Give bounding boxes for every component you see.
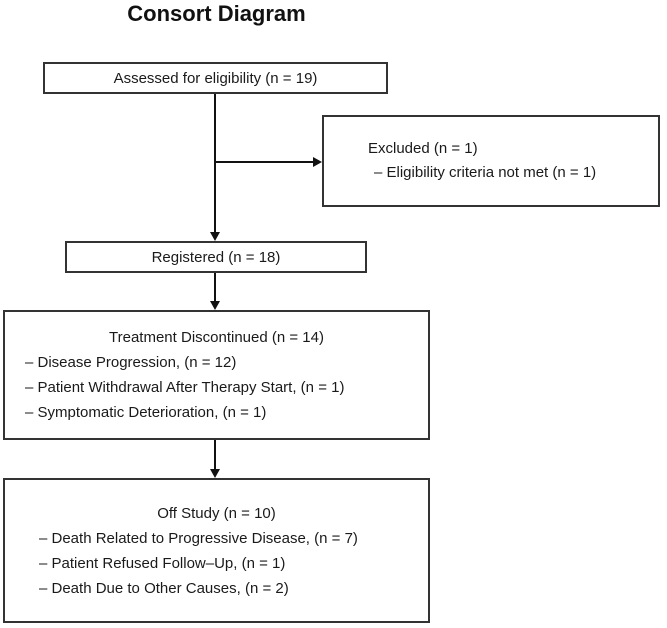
arrowhead-down-registered [210, 232, 220, 241]
arrow-line-branch-excluded [215, 161, 313, 163]
arrowhead-down-discontinued [210, 301, 220, 310]
arrow-line-assessed-to-registered [214, 94, 216, 233]
diagram-title: Consort Diagram [127, 1, 306, 26]
discontinued-item: – Patient Withdrawal After Therapy Start… [25, 379, 345, 396]
discontinued-item: – Disease Progression, (n = 12) [25, 354, 237, 371]
offstudy-item: – Death Due to Other Causes, (n = 2) [39, 579, 289, 597]
arrowhead-down-offstudy [210, 469, 220, 478]
discontinued-heading: Treatment Discontinued (n = 14) [109, 329, 324, 346]
arrow-line-discontinued-to-offstudy [214, 440, 216, 469]
box-registered: Registered (n = 18) [65, 241, 367, 273]
box-treatment-discontinued: Treatment Discontinued (n = 14) – Diseas… [3, 310, 430, 440]
excluded-heading: Excluded (n = 1) [368, 140, 478, 157]
offstudy-item: – Patient Refused Follow–Up, (n = 1) [39, 554, 286, 572]
box-assessed-eligibility: Assessed for eligibility (n = 19) [43, 62, 388, 94]
offstudy-item: – Death Related to Progressive Disease, … [39, 529, 358, 547]
excluded-item: – Eligibility criteria not met (n = 1) [374, 164, 597, 181]
discontinued-item: – Symptomatic Deterioration, (n = 1) [25, 404, 267, 421]
arrow-line-registered-to-discontinued [214, 273, 216, 302]
box-off-study: Off Study (n = 10) – Death Related to Pr… [3, 478, 430, 623]
registered-label: Registered (n = 18) [151, 248, 281, 266]
assessed-label: Assessed for eligibility (n = 19) [113, 69, 318, 87]
box-excluded: Excluded (n = 1) – Eligibility criteria … [322, 115, 660, 207]
arrowhead-right-excluded [313, 157, 322, 167]
offstudy-heading: Off Study (n = 10) [157, 504, 276, 522]
